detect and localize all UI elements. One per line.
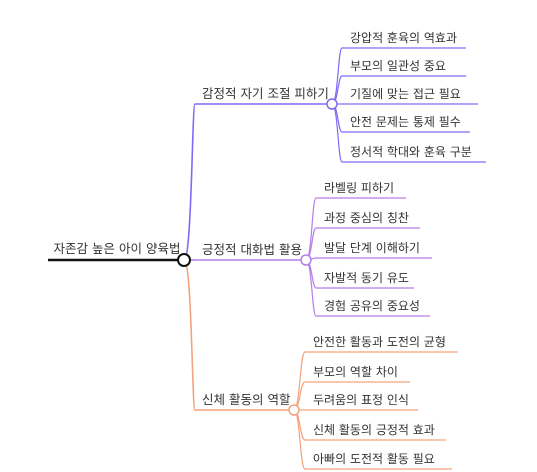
leaf-node[interactable]: 부모의 일관성 중요 (342, 59, 466, 77)
leaf-node[interactable]: 과정 중심의 칭찬 (316, 210, 420, 229)
leaf-label: 과정 중심의 칭찬 (324, 210, 409, 225)
leaf-label: 아빠의 도전적 활동 필요 (313, 452, 435, 466)
leaf-node[interactable]: 라벨링 피하기 (316, 181, 406, 199)
leaf-node[interactable]: 자발적 동기 유도 (316, 271, 414, 289)
leaf-label: 안전 문제는 통제 필수 (350, 115, 461, 129)
branch-node-emotional-regulation[interactable]: 감정적 자기 조절 피하기 (195, 86, 338, 110)
leaf-node[interactable]: 안전 문제는 통제 필수 (342, 115, 470, 133)
leaf-label: 강압적 훈육의 역효과 (350, 31, 457, 45)
branch-node-physical-activity[interactable]: 신체 활동의 역할 (195, 392, 300, 416)
leaf-node[interactable]: 경험 공유의 중요성 (316, 299, 430, 317)
leaf-label: 라벨링 피하기 (324, 181, 394, 195)
leaf-label: 정서적 학대와 훈육 구분 (350, 145, 472, 159)
leaf-node[interactable]: 신체 활동의 긍정적 효과 (305, 423, 446, 441)
leaf-label: 부모의 일관성 중요 (350, 59, 446, 73)
leaf-node[interactable]: 부모의 역할 차이 (305, 365, 410, 383)
branch-label: 신체 활동의 역할 (202, 392, 291, 407)
mindmap-nodes: 자존감 높은 아이 양육법 감정적 자기 조절 피하기 긍정적 대화법 활용 신… (48, 31, 486, 470)
leaf-node[interactable]: 두려움의 표정 인식 (305, 393, 418, 411)
leaf-label: 발달 단계 이해하기 (324, 241, 420, 255)
leaf-node[interactable]: 기질에 맞는 접근 필요 (342, 87, 478, 105)
branch-node-positive-talk[interactable]: 긍정적 대화법 활용 (195, 242, 312, 266)
leaf-label: 기질에 맞는 접근 필요 (350, 87, 461, 101)
leaf-label: 두려움의 표정 인식 (313, 393, 409, 407)
connector-edge (183, 103, 196, 261)
connector-edge (293, 351, 306, 411)
leaf-node[interactable]: 강압적 훈육의 역효과 (342, 31, 466, 49)
leaf-label: 신체 활동의 긍정적 효과 (313, 423, 435, 437)
leaf-label: 부모의 역할 차이 (313, 365, 398, 379)
branch-label: 감정적 자기 조절 피하기 (202, 86, 329, 101)
root-label: 자존감 높은 아이 양육법 (54, 241, 181, 256)
root-node[interactable]: 자존감 높은 아이 양육법 (48, 241, 191, 267)
branch-label: 긍정적 대화법 활용 (202, 242, 302, 257)
leaf-node[interactable]: 아빠의 도전적 활동 필요 (305, 452, 452, 470)
connector-edge (183, 259, 196, 411)
leaf-node[interactable]: 정서적 학대와 훈육 구분 (342, 145, 486, 163)
leaf-label: 경험 공유의 중요성 (324, 299, 420, 313)
branch-collapse-toggle[interactable] (288, 404, 300, 416)
leaf-node[interactable]: 발달 단계 이해하기 (316, 241, 432, 259)
leaf-label: 자발적 동기 유도 (324, 271, 409, 285)
branch-collapse-toggle[interactable] (326, 98, 338, 110)
leaf-node[interactable]: 안전한 활동과 도전의 균형 (305, 335, 458, 353)
root-collapse-toggle[interactable] (177, 253, 191, 267)
leaf-label: 안전한 활동과 도전의 균형 (313, 335, 446, 349)
branch-collapse-toggle[interactable] (300, 254, 312, 266)
